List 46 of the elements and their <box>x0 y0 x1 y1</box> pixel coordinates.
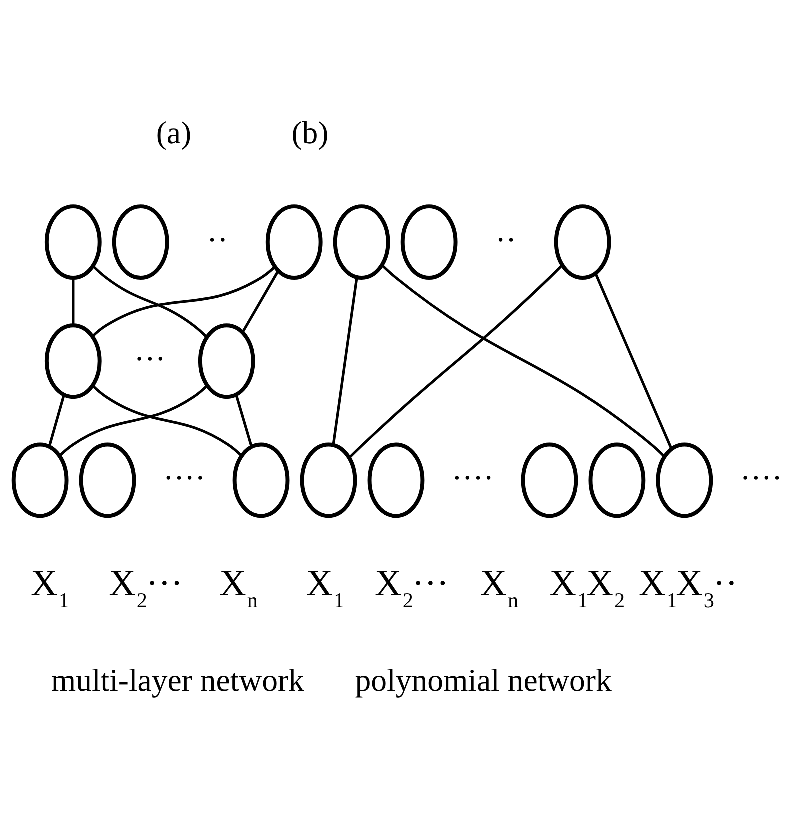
node-circle <box>554 204 612 280</box>
node-circle <box>266 204 323 280</box>
node-circle <box>198 323 256 399</box>
node-circle <box>44 323 102 399</box>
node-circle <box>79 442 136 518</box>
node-label: X$_{n}$ <box>480 562 519 612</box>
node-label: X$_{1}$X$_{3}$·· <box>639 562 738 612</box>
connector <box>72 278 75 326</box>
connector <box>381 264 666 458</box>
node-circle <box>44 204 102 280</box>
node-label: X$_{2}$··· <box>109 562 184 612</box>
node-circle <box>400 204 458 280</box>
label: multi-layer network <box>51 662 304 698</box>
label: (b) <box>292 114 329 150</box>
connector <box>332 277 358 445</box>
label: ··· <box>134 341 166 376</box>
connector <box>594 272 673 449</box>
node-circle <box>300 442 358 518</box>
node-circle <box>588 442 646 518</box>
node-circle <box>521 442 578 518</box>
connector <box>235 394 254 447</box>
label: ·· <box>495 222 517 257</box>
node-label: X$_{n}$ <box>220 562 258 612</box>
label: ·· <box>207 222 228 257</box>
label: ···· <box>740 460 783 496</box>
node-circle <box>656 442 714 518</box>
node-circle <box>368 442 425 518</box>
node-circle <box>333 204 390 280</box>
node-circle <box>112 204 170 280</box>
node-label: X$_{1}$ <box>306 562 345 612</box>
label: polynomial network <box>355 662 612 698</box>
node-label: X$_{1}$ <box>31 562 70 612</box>
connector <box>348 264 564 458</box>
connector <box>92 264 208 338</box>
node-circle <box>12 442 69 518</box>
connector <box>92 384 242 456</box>
connector <box>59 384 208 456</box>
node-label: X$_{1}$X$_{2}$ <box>550 562 626 612</box>
connector <box>242 270 280 333</box>
node-label: X$_{2}$··· <box>375 562 450 612</box>
connector <box>92 265 276 338</box>
label: ···· <box>452 460 494 496</box>
label: (a) <box>156 114 192 150</box>
node-circle <box>232 442 290 518</box>
label: ···· <box>163 460 206 496</box>
connector <box>48 394 66 447</box>
